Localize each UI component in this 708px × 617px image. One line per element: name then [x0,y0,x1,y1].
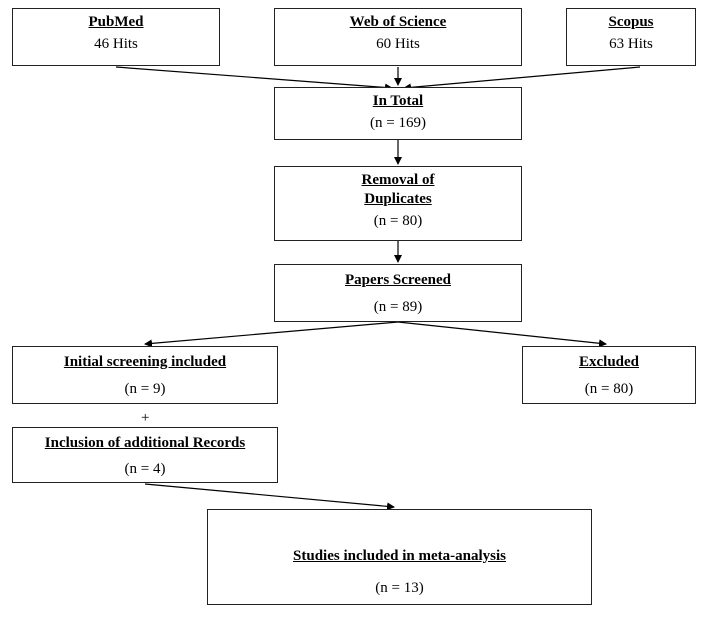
node-in-total: In Total (n = 169) [274,87,522,140]
node-removal-of-duplicates: Removal of Duplicates (n = 80) [274,166,522,241]
node-in-total-title: In Total [372,93,424,109]
node-excluded-title: Excluded [578,354,639,370]
node-removal-of-duplicates-title: Removal of Duplicates [361,172,435,207]
node-studies-included-count: (n = 13) [375,580,424,596]
plus-sign: + [141,410,150,426]
arrow-screened-to-initial [144,321,399,348]
node-pubmed-count: 46 Hits [94,36,138,52]
node-papers-screened-count: (n = 89) [373,299,423,315]
node-web-of-science: Web of Science 60 Hits [274,8,522,66]
arrow-additional-to-final [144,483,395,511]
node-in-total-count: (n = 169) [370,115,426,131]
node-scopus-count: 63 Hits [609,36,653,52]
node-initial-screening-count: (n = 9) [124,381,166,397]
node-excluded-count: (n = 80) [584,381,634,397]
arrow-scopus-to-total [403,66,641,92]
node-additional-records: Inclusion of additional Records (n = 4) [12,427,278,483]
node-initial-screening: Initial screening included (n = 9) [12,346,278,404]
node-studies-included-title: Studies included in meta-analysis [293,548,506,564]
arrow-screened-to-excluded [397,321,607,348]
node-pubmed-title: PubMed [88,14,144,30]
node-papers-screened-title: Papers Screened [345,272,451,288]
node-scopus-title: Scopus [608,14,654,30]
node-excluded: Excluded (n = 80) [522,346,696,404]
node-additional-records-title: Inclusion of additional Records [44,435,246,451]
node-scopus: Scopus 63 Hits [566,8,696,66]
node-additional-records-count: (n = 4) [124,461,166,477]
node-web-of-science-title: Web of Science [349,14,447,30]
node-studies-included: Studies included in meta-analysis (n = 1… [207,509,592,605]
node-papers-screened: Papers Screened (n = 89) [274,264,522,322]
node-web-of-science-count: 60 Hits [376,36,420,52]
arrow-pubmed-to-total [115,66,393,92]
node-removal-of-duplicates-count: (n = 80) [373,213,423,229]
node-pubmed: PubMed 46 Hits [12,8,220,66]
node-initial-screening-title: Initial screening included [63,354,227,370]
